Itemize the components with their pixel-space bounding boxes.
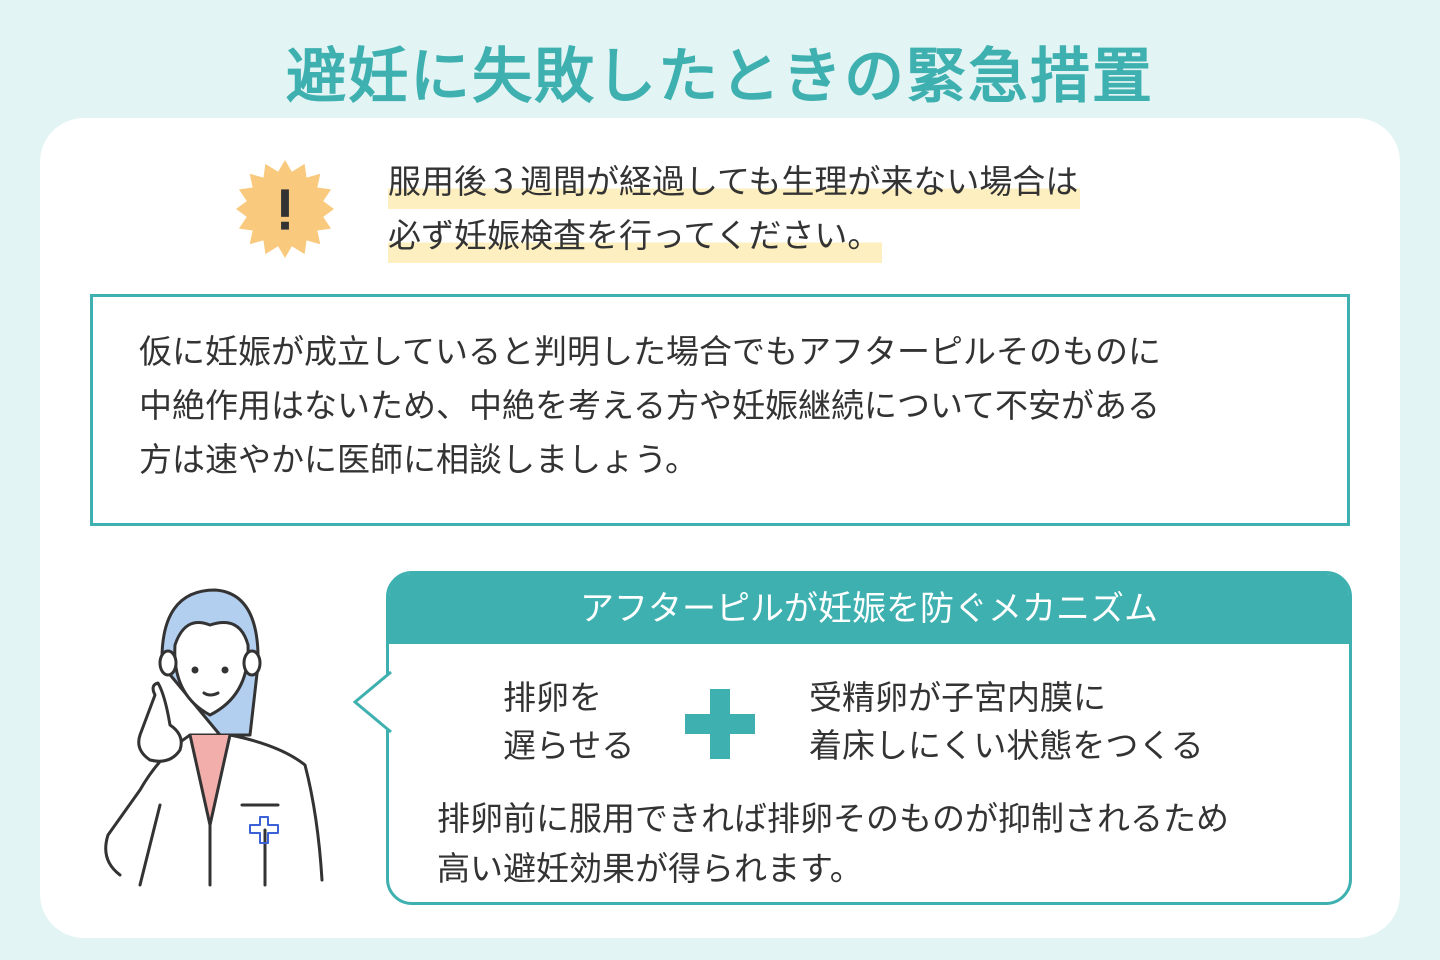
mechanism-left: 排卵を 遅らせる <box>503 674 634 770</box>
mechanism-footer-line: 排卵前に服用できれば排卵そのものが抑制されるため <box>437 799 1229 838</box>
note-line: 仮に妊娠が成立していると判明した場合でもアフターピルそのものに <box>139 332 1162 371</box>
mechanism-left-line: 排卵を <box>503 678 602 717</box>
warning-line: 服用後３週間が経過しても生理が来ない場合は <box>388 155 1081 209</box>
mechanism-left-line: 遅らせる <box>503 726 635 765</box>
mechanism-panel: アフターピルが妊娠を防ぐメカニズム 排卵を 遅らせる 受精卵が子宮内膜に 着床し… <box>353 571 1352 905</box>
mechanism-header: アフターピルが妊娠を防ぐメカニズム <box>389 574 1349 644</box>
note-line: 方は速やかに医師に相談しましょう。 <box>139 440 699 479</box>
doctor-illustration <box>104 588 324 887</box>
warning-line: 必ず妊娠検査を行ってください。 <box>388 209 883 263</box>
note-line: 中絶作用はないため、中絶を考える方や妊娠継続について不安がある <box>139 386 1161 425</box>
mechanism-right-line: 受精卵が子宮内膜に <box>809 678 1106 717</box>
note-box: 仮に妊娠が成立していると判明した場合でもアフターピルそのものに 中絶作用はないた… <box>90 294 1350 526</box>
page-title: 避妊に失敗したときの緊急措置 <box>286 42 1154 112</box>
speech-tail <box>353 670 393 734</box>
plus-icon <box>685 689 755 759</box>
mechanism-footer: 排卵前に服用できれば排卵そのものが抑制されるため 高い避妊効果が得られます。 <box>437 794 1229 894</box>
warning-text: 服用後３週間が経過しても生理が来ない場合は 必ず妊娠検査を行ってください。 <box>388 155 1081 263</box>
mechanism-right: 受精卵が子宮内膜に 着床しにくい状態をつくる <box>809 674 1204 770</box>
mechanism-footer-line: 高い避妊効果が得られます。 <box>437 849 863 888</box>
warning-badge-icon <box>236 160 334 258</box>
mechanism-right-line: 着床しにくい状態をつくる <box>809 726 1204 765</box>
